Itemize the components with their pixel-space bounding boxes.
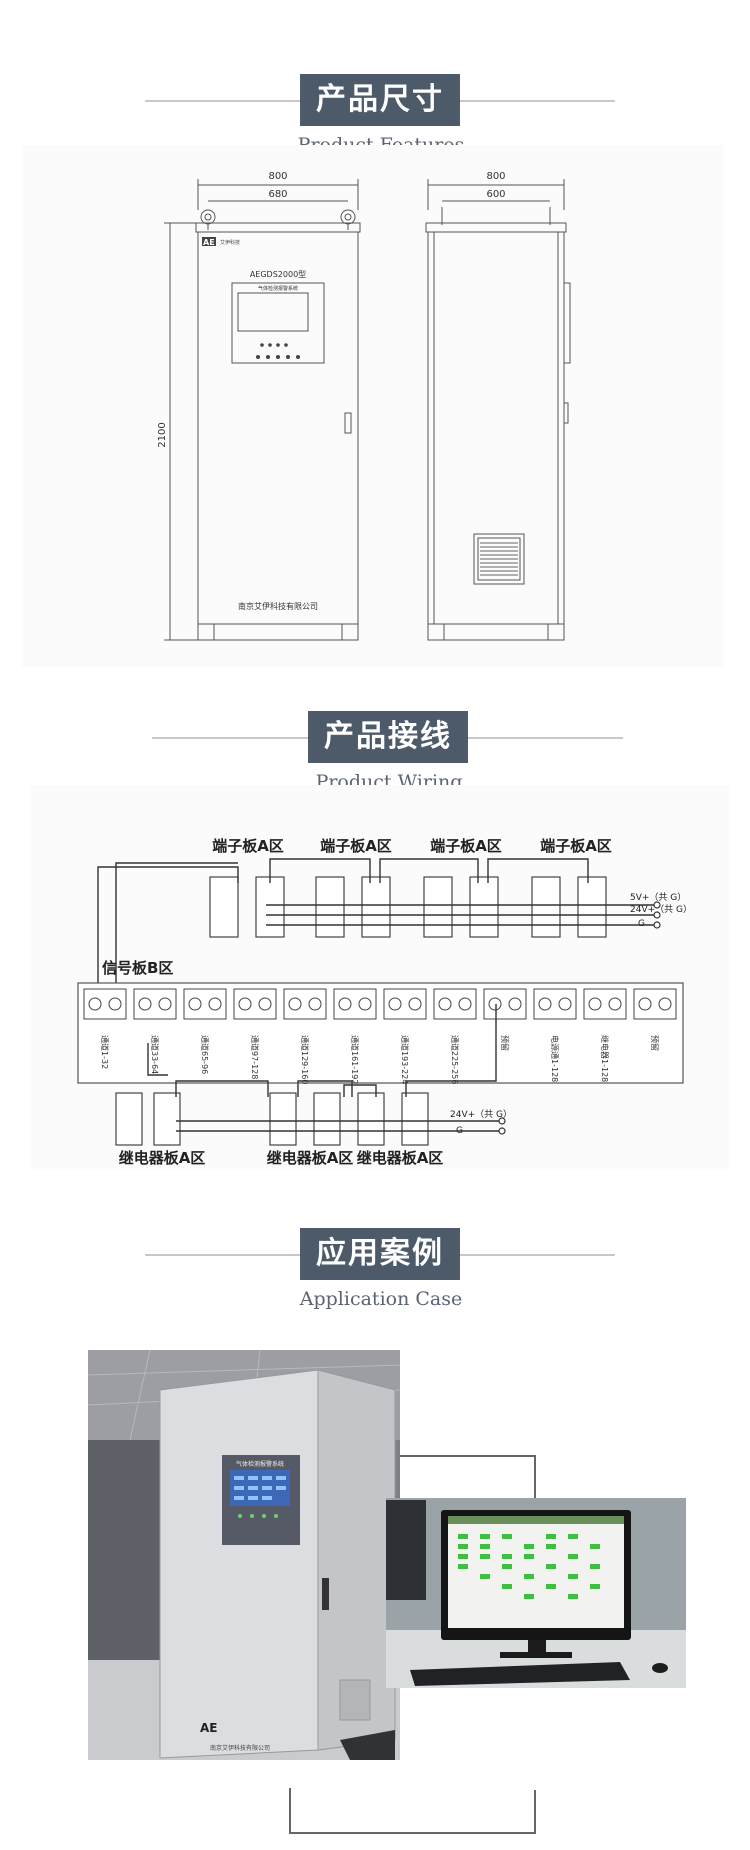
panel-title: 气体检测报警系统 — [258, 285, 298, 292]
relay-board-label: 继电器板A区 — [357, 1149, 444, 1167]
terminal-label: 端子板A区 — [320, 837, 392, 855]
channel-label: 继电器1-128 — [600, 1035, 610, 1082]
monitor-screen — [448, 1516, 624, 1628]
relay-board-label: 继电器板A区 — [119, 1149, 206, 1167]
brand-mark: AE — [203, 238, 215, 247]
section-title-dimensions: 产品尺寸 — [300, 74, 460, 126]
model-label: AEGDS2000型 — [250, 270, 306, 279]
application-photos: 气体检测报警系统 AE 南京艾伊科技有限公司 — [0, 1330, 750, 1850]
height-dimension: 2100 — [157, 422, 168, 447]
front-width-outer: 800 — [268, 171, 287, 182]
brand-name: 艾伊科技 — [220, 239, 240, 246]
front-width-inner: 680 — [268, 189, 287, 200]
channel-label: 通道97-128 — [250, 1035, 260, 1079]
wiring-diagram: 端子板A区 端子板A区 端子板A区 端子板A区 5V+（共 G） 24V+（共 — [77, 837, 692, 1167]
section-divider-right — [460, 1254, 615, 1256]
cabinet-panel-title: 气体检测报警系统 — [236, 1460, 284, 1468]
side-width-inner: 600 — [486, 189, 505, 200]
cabinet-brand: AE — [200, 1721, 217, 1735]
section-divider-left — [145, 1254, 305, 1256]
wiring-diagram-panel: 端子板A区 端子板A区 端子板A区 端子板A区 5V+（共 G） 24V+（共 — [30, 785, 730, 1170]
terminal-label: 端子板A区 — [212, 837, 284, 855]
application-illustration: 气体检测报警系统 AE 南京艾伊科技有限公司 — [87, 1349, 686, 1834]
channel-label: 通道129-160 — [300, 1035, 310, 1084]
channel-label: 通道161-192 — [350, 1035, 360, 1084]
ground-label: G — [638, 919, 645, 929]
section-divider-left — [152, 737, 312, 739]
relay-power-24v-label: 24V+（共 G） — [450, 1109, 512, 1120]
section-divider-right — [468, 737, 623, 739]
channel-label: 通道225-256 — [450, 1035, 460, 1084]
section-title-application: 应用案例 — [300, 1228, 460, 1280]
section-subtitle-application: Application Case — [299, 1288, 463, 1310]
channel-label: 通道1-32 — [100, 1035, 110, 1069]
terminal-label: 端子板A区 — [540, 837, 612, 855]
section-divider-left — [145, 100, 305, 102]
relay-ground-label: G — [456, 1126, 463, 1136]
channel-label: 通道33-64 — [150, 1035, 160, 1074]
power-5v-label: 5V+（共 G） — [630, 892, 686, 903]
dimension-drawing-panel: 800 680 2100 AE 艾伊科技 AEGDS2000型 气体检测报警系统… — [22, 145, 724, 667]
keyboard — [410, 1662, 630, 1686]
cabinet-company: 南京艾伊科技有限公司 — [210, 1744, 270, 1752]
dimension-drawing: 800 680 2100 AE 艾伊科技 AEGDS2000型 气体检测报警系统… — [157, 171, 571, 641]
channel-label: 通道193-224 — [400, 1035, 410, 1084]
channel-label: 预留 — [500, 1035, 510, 1051]
section-divider-right — [460, 100, 615, 102]
brand-logo — [202, 237, 216, 246]
channel-label: 电源通1-128 — [550, 1035, 560, 1082]
channel-label: 通道65-96 — [200, 1035, 210, 1074]
section-title-wiring: 产品接线 — [308, 711, 468, 763]
terminal-label: 端子板A区 — [430, 837, 502, 855]
relay-board-label: 继电器板A区 — [267, 1149, 354, 1167]
signal-board — [77, 982, 684, 1084]
power-24v-label: 24V+（共 G） — [630, 904, 692, 915]
channel-label: 预留 — [650, 1035, 660, 1051]
signal-board-label: 信号板B区 — [102, 959, 173, 977]
side-width-outer: 800 — [486, 171, 505, 182]
company-label: 南京艾伊科技有限公司 — [238, 601, 318, 611]
